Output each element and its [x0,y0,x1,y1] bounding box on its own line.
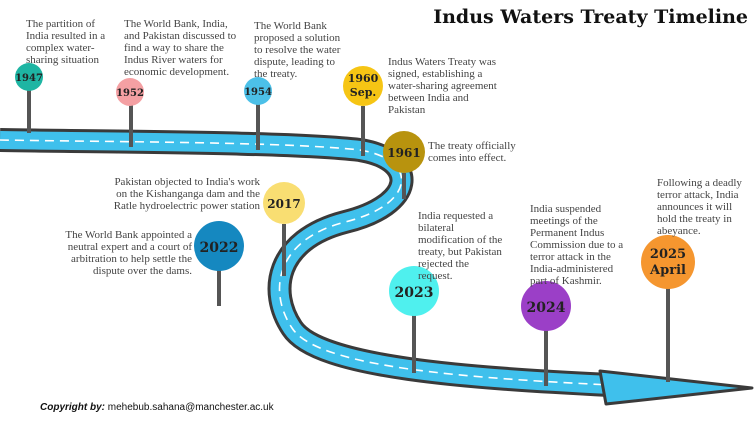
year-label-line2: Sep. [350,86,376,99]
pins [27,89,670,386]
pin-1960-sep: 1960 Sep. [343,66,383,106]
event-1947-text: The partition of India resulted in a com… [26,18,106,66]
year-label-line1: 1960 [348,72,379,85]
marker-circle [244,77,272,105]
event-1954-text: The World Bank proposed a solution to re… [254,20,341,80]
road-lane-line [0,139,621,389]
event-1960-text: Indus Waters Treaty was signed, establis… [388,56,497,116]
year-label-line1: 2025 [650,247,686,262]
marker-circle [383,131,425,173]
event-2025-text: Following a deadly terror attack, India … [657,177,742,237]
year-label: 1952 [116,88,144,99]
pin-1961: 1961 [383,131,425,173]
year-label: 2023 [395,285,434,301]
pin-2017: 2017 [263,182,305,224]
pin-2022: 2022 [194,221,244,271]
year-label: 2022 [200,240,239,256]
marker-circle [521,281,571,331]
event-1961-text: The treaty officially comes into effect. [428,140,516,164]
year-label: 2024 [527,300,566,316]
marker-circle [343,66,383,106]
copyright-footer: Copyright by: mehebub.sahana@manchester.… [40,402,274,413]
event-1952-text: The World Bank, India, and Pakistan disc… [124,18,237,78]
year-label: 1961 [387,146,420,160]
marker-circle [116,78,144,106]
pin-2025-april: 2025 April [641,235,695,289]
year-label: 1954 [244,87,272,98]
marker-circle [263,182,305,224]
event-2022-text: The World Bank appointed a neutral exper… [65,229,192,277]
year-label: 2017 [267,197,300,211]
pin-2024: 2024 [521,281,571,331]
pin-1952: 1952 [116,78,144,106]
copyright-email: mehebub.sahana@manchester.ac.uk [107,402,274,413]
year-label-line2: April [649,263,686,278]
copyright-label: Copyright by: [40,402,105,413]
marker-circle [389,266,439,316]
pin-1947: 1947 [15,63,43,91]
event-2017-text: Pakistan objected to India's work on the… [113,176,260,212]
event-2023-text: India requested a bilateral modification… [418,210,503,282]
pin-1954: 1954 [244,77,272,105]
marker-circle [15,63,43,91]
pin-2023: 2023 [389,266,439,316]
marker-circle [194,221,244,271]
marker-circle [641,235,695,289]
event-2024-text: India suspended meetings of the Permanen… [530,203,624,287]
road-arrow-head [598,369,754,406]
year-label: 1947 [15,73,43,84]
diagram-title: Indus Waters Treaty Timeline [433,6,748,28]
